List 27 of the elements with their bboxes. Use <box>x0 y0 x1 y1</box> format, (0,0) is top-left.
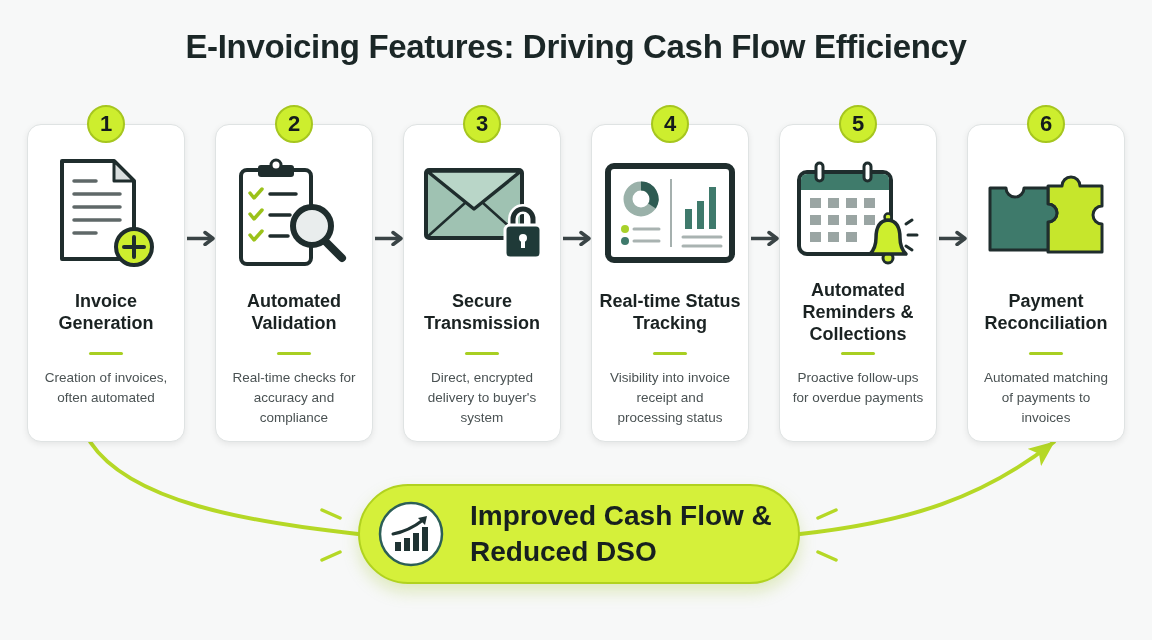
card-title: Automated Reminders & Collections <box>801 279 915 345</box>
step-number-badge: 6 <box>1027 105 1065 143</box>
arrow <box>939 230 967 247</box>
result-text: Improved Cash Flow & Reduced DSO <box>470 499 773 569</box>
card-description: Real-time checks for accuracy and compliance <box>231 369 357 427</box>
card-title: Real-time Status Tracking <box>598 290 742 334</box>
step-number-badge: 4 <box>651 105 689 143</box>
card-title: Payment Reconciliation <box>983 290 1109 334</box>
card-description: Direct, encrypted delivery to buyer's system <box>426 369 538 427</box>
arrow <box>187 230 215 247</box>
title: E-Invoicing Features: Driving Cash Flow Efficiency <box>184 27 968 67</box>
step-number-badge: 2 <box>275 105 313 143</box>
arrow <box>563 230 591 247</box>
card-description: Proactive follow-ups for overdue payments <box>791 369 925 407</box>
card-description: Automated matching of payments to invoices <box>983 369 1109 427</box>
card-title: Automated Validation <box>246 290 342 334</box>
arrow <box>375 230 403 247</box>
step-number-badge: 3 <box>463 105 501 143</box>
card-description: Creation of invoices, often automated <box>43 369 169 407</box>
curved-line <box>88 440 360 536</box>
step-number-badge: 5 <box>839 105 877 143</box>
card-title: Secure Transmission <box>422 290 541 334</box>
step-number-badge: 1 <box>87 105 125 143</box>
result-pill <box>358 484 800 584</box>
card-description: Visibility into invoice receipt and processing status <box>609 369 731 427</box>
arrow <box>751 230 779 247</box>
card-title: Invoice Generation <box>57 290 155 334</box>
